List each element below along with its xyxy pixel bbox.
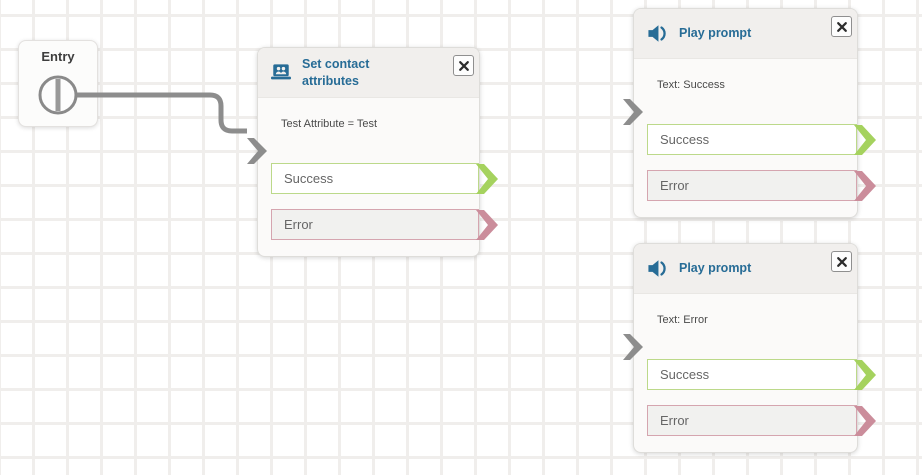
entry-node[interactable]: Entry	[18, 40, 98, 127]
output-row-error[interactable]: Error	[647, 170, 876, 201]
prompt-text: Text: Error	[657, 314, 708, 326]
block-body: Test Attribute = Test Success Error	[247, 118, 498, 256]
output-label: Success	[660, 132, 710, 147]
block-title: Set contact attributes	[302, 57, 370, 88]
block-header[interactable]: Set contact attributes	[258, 48, 479, 98]
output-label: Success	[284, 171, 334, 186]
close-icon	[836, 21, 847, 32]
close-icon	[458, 60, 469, 71]
error-port-icon[interactable]	[854, 405, 876, 436]
block-set-contact-attributes[interactable]: Set contact attributes Test Attribute = …	[247, 47, 498, 257]
close-icon	[836, 256, 847, 267]
output-row-error[interactable]: Error	[271, 209, 498, 240]
block-header[interactable]: Play prompt	[634, 9, 857, 59]
entry-label: Entry	[41, 49, 75, 64]
prompt-text: Text: Success	[657, 79, 725, 91]
output-label: Error	[660, 178, 689, 193]
block-play-prompt-error[interactable]: Play prompt Text: Error Success	[623, 243, 876, 453]
output-row-error[interactable]: Error	[647, 405, 876, 436]
input-port-icon[interactable]	[247, 138, 267, 164]
contact-attributes-icon	[270, 63, 292, 83]
output-label: Success	[660, 367, 710, 382]
block-header[interactable]: Play prompt	[634, 244, 857, 294]
close-button[interactable]	[453, 55, 474, 76]
output-label: Error	[660, 413, 689, 428]
output-label: Error	[284, 217, 313, 232]
error-port-icon[interactable]	[854, 170, 876, 201]
output-row-success[interactable]: Success	[271, 163, 498, 194]
block-body: Text: Error Success Error	[623, 314, 876, 452]
block-play-prompt-success[interactable]: Play prompt Text: Success Success	[623, 8, 876, 218]
close-button[interactable]	[831, 16, 852, 37]
speaker-icon	[646, 23, 669, 44]
block-title: Play prompt	[679, 26, 752, 41]
input-port-icon[interactable]	[623, 334, 643, 360]
attribute-text: Test Attribute = Test	[281, 118, 378, 130]
success-port-icon[interactable]	[854, 359, 876, 390]
block-title: Play prompt	[679, 261, 752, 276]
output-row-success[interactable]: Success	[647, 359, 876, 390]
output-row-success[interactable]: Success	[647, 124, 876, 155]
success-port-icon[interactable]	[476, 163, 498, 194]
input-port-icon[interactable]	[623, 99, 643, 125]
error-port-icon[interactable]	[476, 209, 498, 240]
block-body: Text: Success Success Error	[623, 79, 876, 217]
speaker-icon	[646, 258, 669, 279]
success-port-icon[interactable]	[854, 124, 876, 155]
close-button[interactable]	[831, 251, 852, 272]
